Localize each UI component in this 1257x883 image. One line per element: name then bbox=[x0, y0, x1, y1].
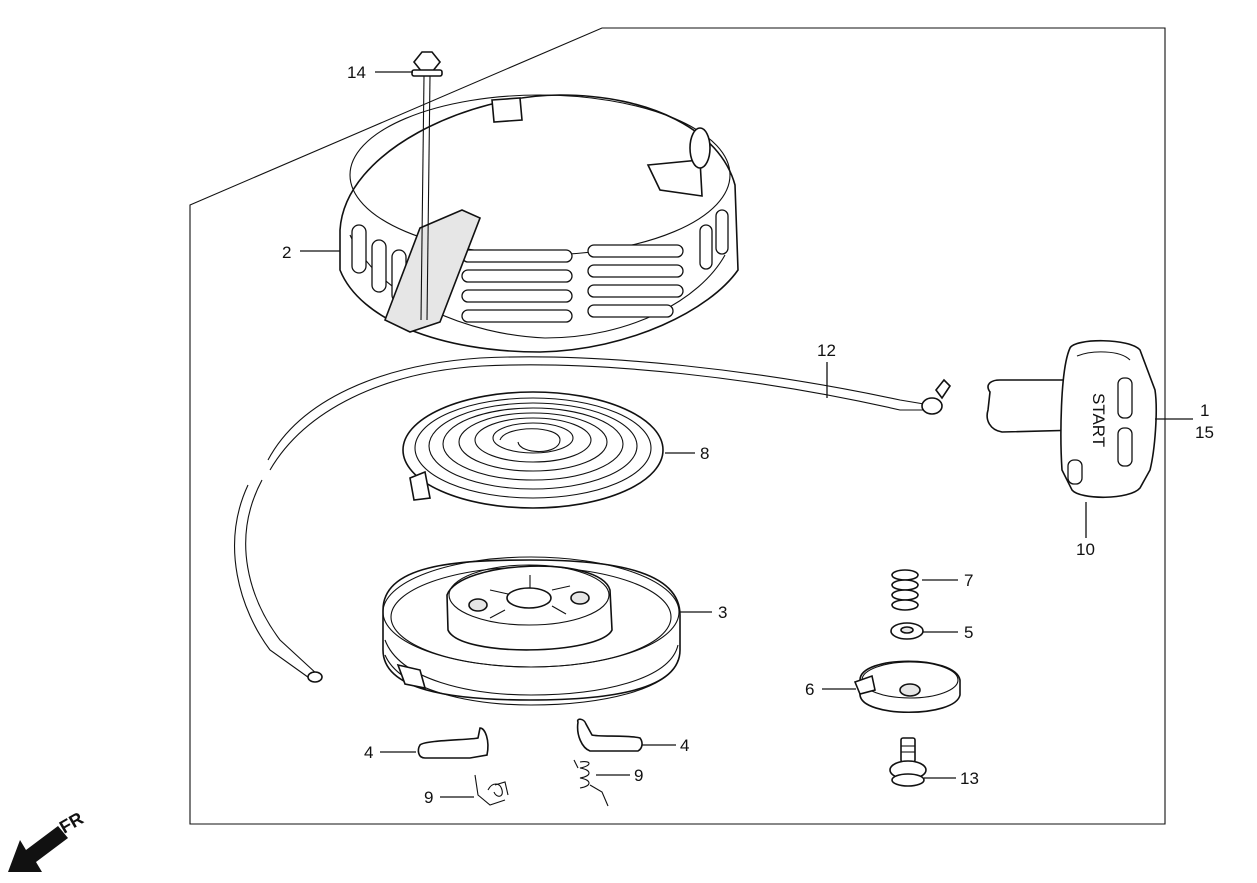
case-vent-slots bbox=[351, 209, 729, 323]
ratchet-spring-right bbox=[573, 759, 609, 807]
front-arrow-icon bbox=[8, 826, 68, 872]
starter-rope bbox=[234, 356, 952, 683]
callout-8: 8 bbox=[700, 444, 709, 463]
ratchet-right bbox=[576, 718, 643, 752]
starter-grip: START bbox=[986, 339, 1157, 499]
recoil-spring bbox=[402, 391, 664, 509]
callout-5: 5 bbox=[964, 623, 973, 642]
callout-15: 15 bbox=[1195, 423, 1214, 442]
ratchet-guide bbox=[853, 660, 961, 714]
ratchet-left bbox=[417, 727, 489, 759]
callout-13: 13 bbox=[960, 769, 979, 788]
callout-3: 3 bbox=[718, 603, 727, 622]
callout-4-left: 4 bbox=[364, 743, 373, 762]
front-direction-indicator: FR bbox=[8, 808, 87, 872]
callout-10: 10 bbox=[1076, 540, 1095, 559]
flange-bolt bbox=[411, 51, 443, 321]
starter-reel bbox=[382, 556, 681, 706]
callout-6: 6 bbox=[805, 680, 814, 699]
starter-case bbox=[339, 94, 739, 353]
callout-9-right: 9 bbox=[634, 766, 643, 785]
callout-1: 1 bbox=[1200, 401, 1209, 420]
friction-spring bbox=[891, 569, 919, 611]
callout-12: 12 bbox=[817, 341, 836, 360]
setting-screw bbox=[889, 737, 927, 787]
diagram-frame bbox=[189, 27, 1166, 825]
callout-4-right: 4 bbox=[680, 736, 689, 755]
grip-start-text: START bbox=[1089, 393, 1108, 447]
callout-14: 14 bbox=[347, 63, 366, 82]
washer bbox=[890, 622, 924, 640]
leader-lines bbox=[300, 71, 1193, 798]
callout-9-left: 9 bbox=[424, 788, 433, 807]
callout-2: 2 bbox=[282, 243, 291, 262]
callout-7: 7 bbox=[964, 571, 973, 590]
ratchet-spring-left bbox=[474, 774, 509, 806]
callout-labels: 14 2 12 8 1 15 10 7 3 5 6 4 4 9 9 13 bbox=[282, 63, 1214, 807]
